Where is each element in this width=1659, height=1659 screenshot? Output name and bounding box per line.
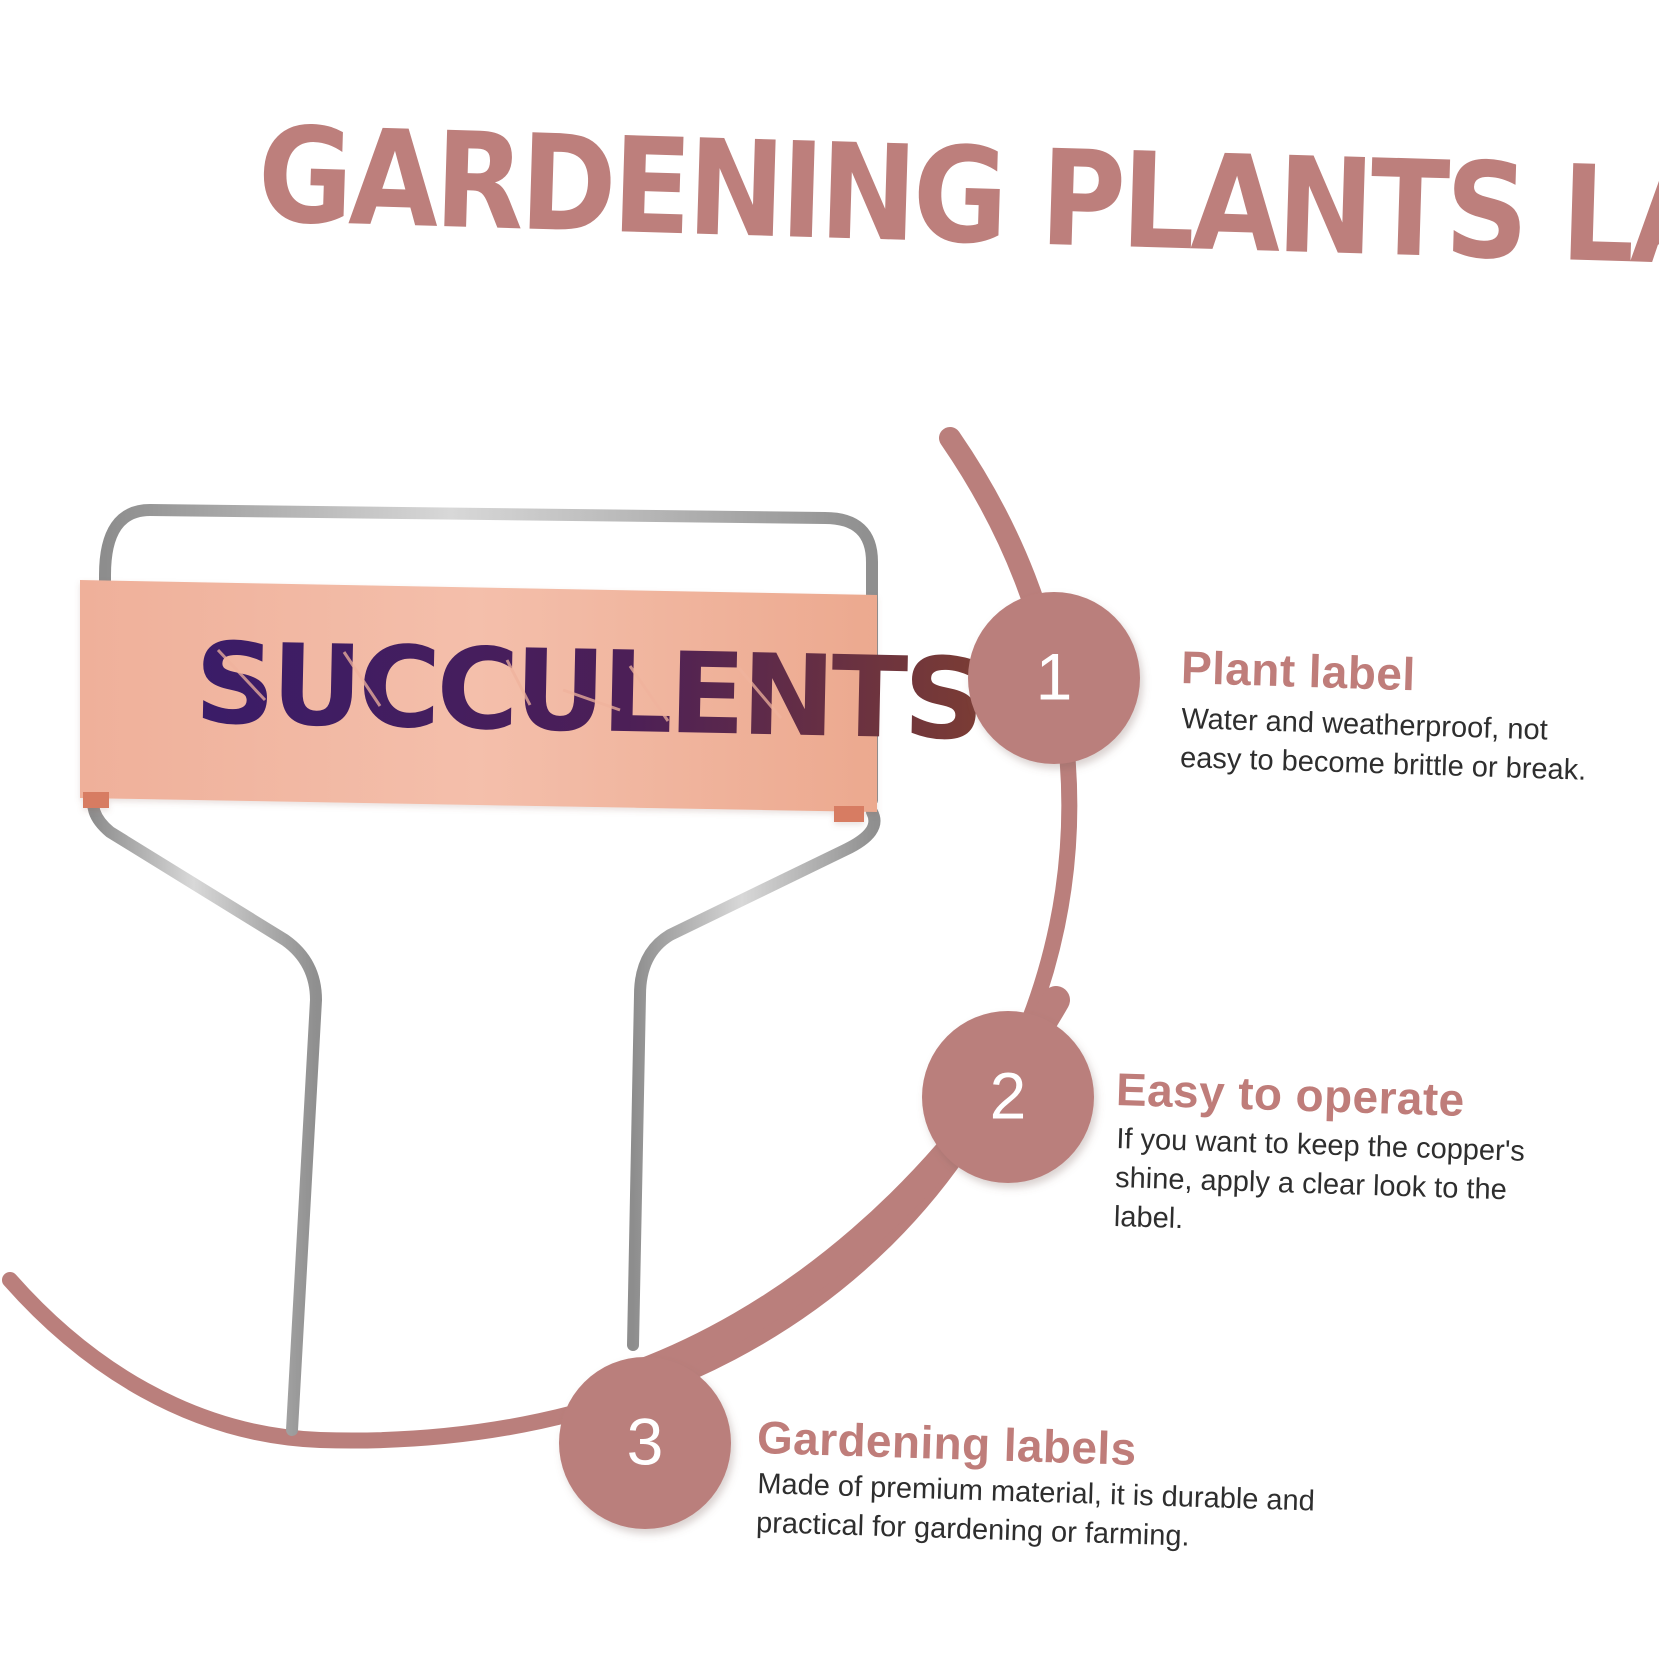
svg-text:1: 1 (1036, 639, 1073, 713)
distressed-texture (216, 648, 783, 722)
feature-1-title: Plant label (1180, 640, 1417, 701)
feature-3-marker: 3 (559, 1357, 731, 1529)
svg-text:3: 3 (627, 1404, 664, 1478)
label-text: SUCCULENTS (193, 619, 981, 765)
feature-2-title: Easy to operate (1115, 1062, 1466, 1126)
feature-1-description: Water and weatherproof, not easy to beco… (1179, 702, 1587, 787)
copper-label-plate (80, 580, 877, 822)
feature-2-marker: 2 (922, 1011, 1094, 1183)
feature-1-marker: 1 (968, 592, 1140, 764)
feature-2-description: If you want to keep the copper's shine, … (1113, 1122, 1526, 1236)
svg-text:2: 2 (990, 1058, 1027, 1132)
